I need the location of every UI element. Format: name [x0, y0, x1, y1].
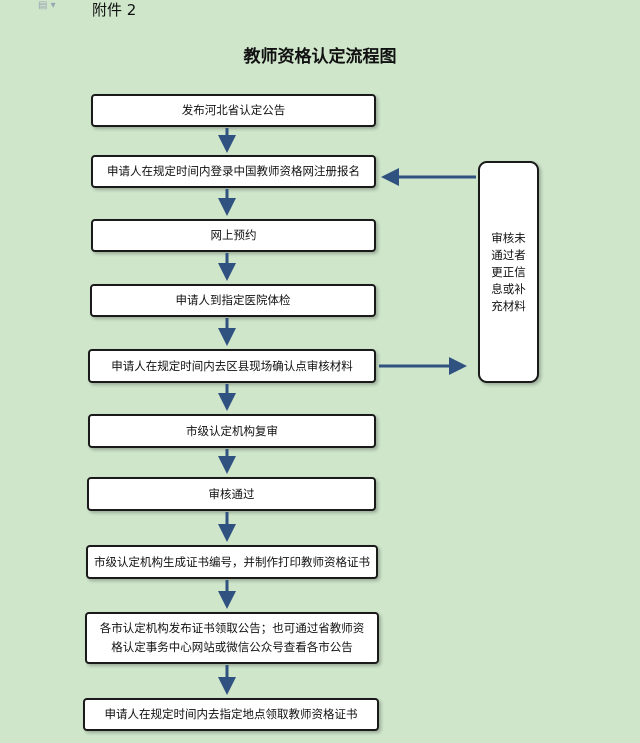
step-2-text: 申请人在规定时间内登录中国教师资格网注册报名	[107, 164, 360, 178]
step-4-text: 申请人到指定医院体检	[175, 293, 291, 307]
step-10-certificate-collection: 申请人在规定时间内去指定地点领取教师资格证书	[83, 698, 379, 731]
step-3-text: 网上预约	[210, 228, 257, 242]
step-9-collection-notice: 各市认定机构发布证书领取公告；也可通过省教师资格认定事务中心网站或微信公众号查看…	[85, 612, 379, 664]
step-10-text: 申请人在规定时间内去指定地点领取教师资格证书	[104, 707, 358, 721]
diagram-title: 教师资格认定流程图	[243, 47, 397, 67]
step-4-medical-exam: 申请人到指定医院体检	[90, 284, 376, 317]
step-2-registration: 申请人在规定时间内登录中国教师资格网注册报名	[91, 155, 376, 188]
step-8-text: 市级认定机构生成证书编号，并制作打印教师资格证书	[94, 554, 370, 569]
step-6-text: 市级认定机构复审	[186, 423, 278, 438]
attachment-label: 附件 2	[92, 1, 137, 19]
step-6-city-recheck: 市级认定机构复审	[88, 414, 376, 448]
step-5-onsite-review: 申请人在规定时间内去区县现场确认点审核材料	[88, 349, 376, 383]
side-note-text: 审核未通过者更正信息或补充材料	[491, 230, 526, 313]
step-8-certificate-printing: 市级认定机构生成证书编号，并制作打印教师资格证书	[86, 545, 378, 579]
step-7-text: 审核通过	[208, 486, 255, 501]
step-1-text: 发布河北省认定公告	[181, 103, 286, 117]
step-5-text: 申请人在规定时间内去区县现场确认点审核材料	[111, 358, 353, 373]
step-9-text: 各市认定机构发布证书领取公告；也可通过省教师资格认定事务中心网站或微信公众号查看…	[99, 621, 365, 654]
document-icon: ▤ ▾	[38, 0, 56, 11]
side-note-box: 审核未通过者更正信息或补充材料	[478, 161, 539, 383]
step-3-online-appointment: 网上预约	[91, 219, 376, 252]
step-7-approved: 审核通过	[87, 477, 376, 511]
step-1-announcement: 发布河北省认定公告	[91, 94, 376, 127]
